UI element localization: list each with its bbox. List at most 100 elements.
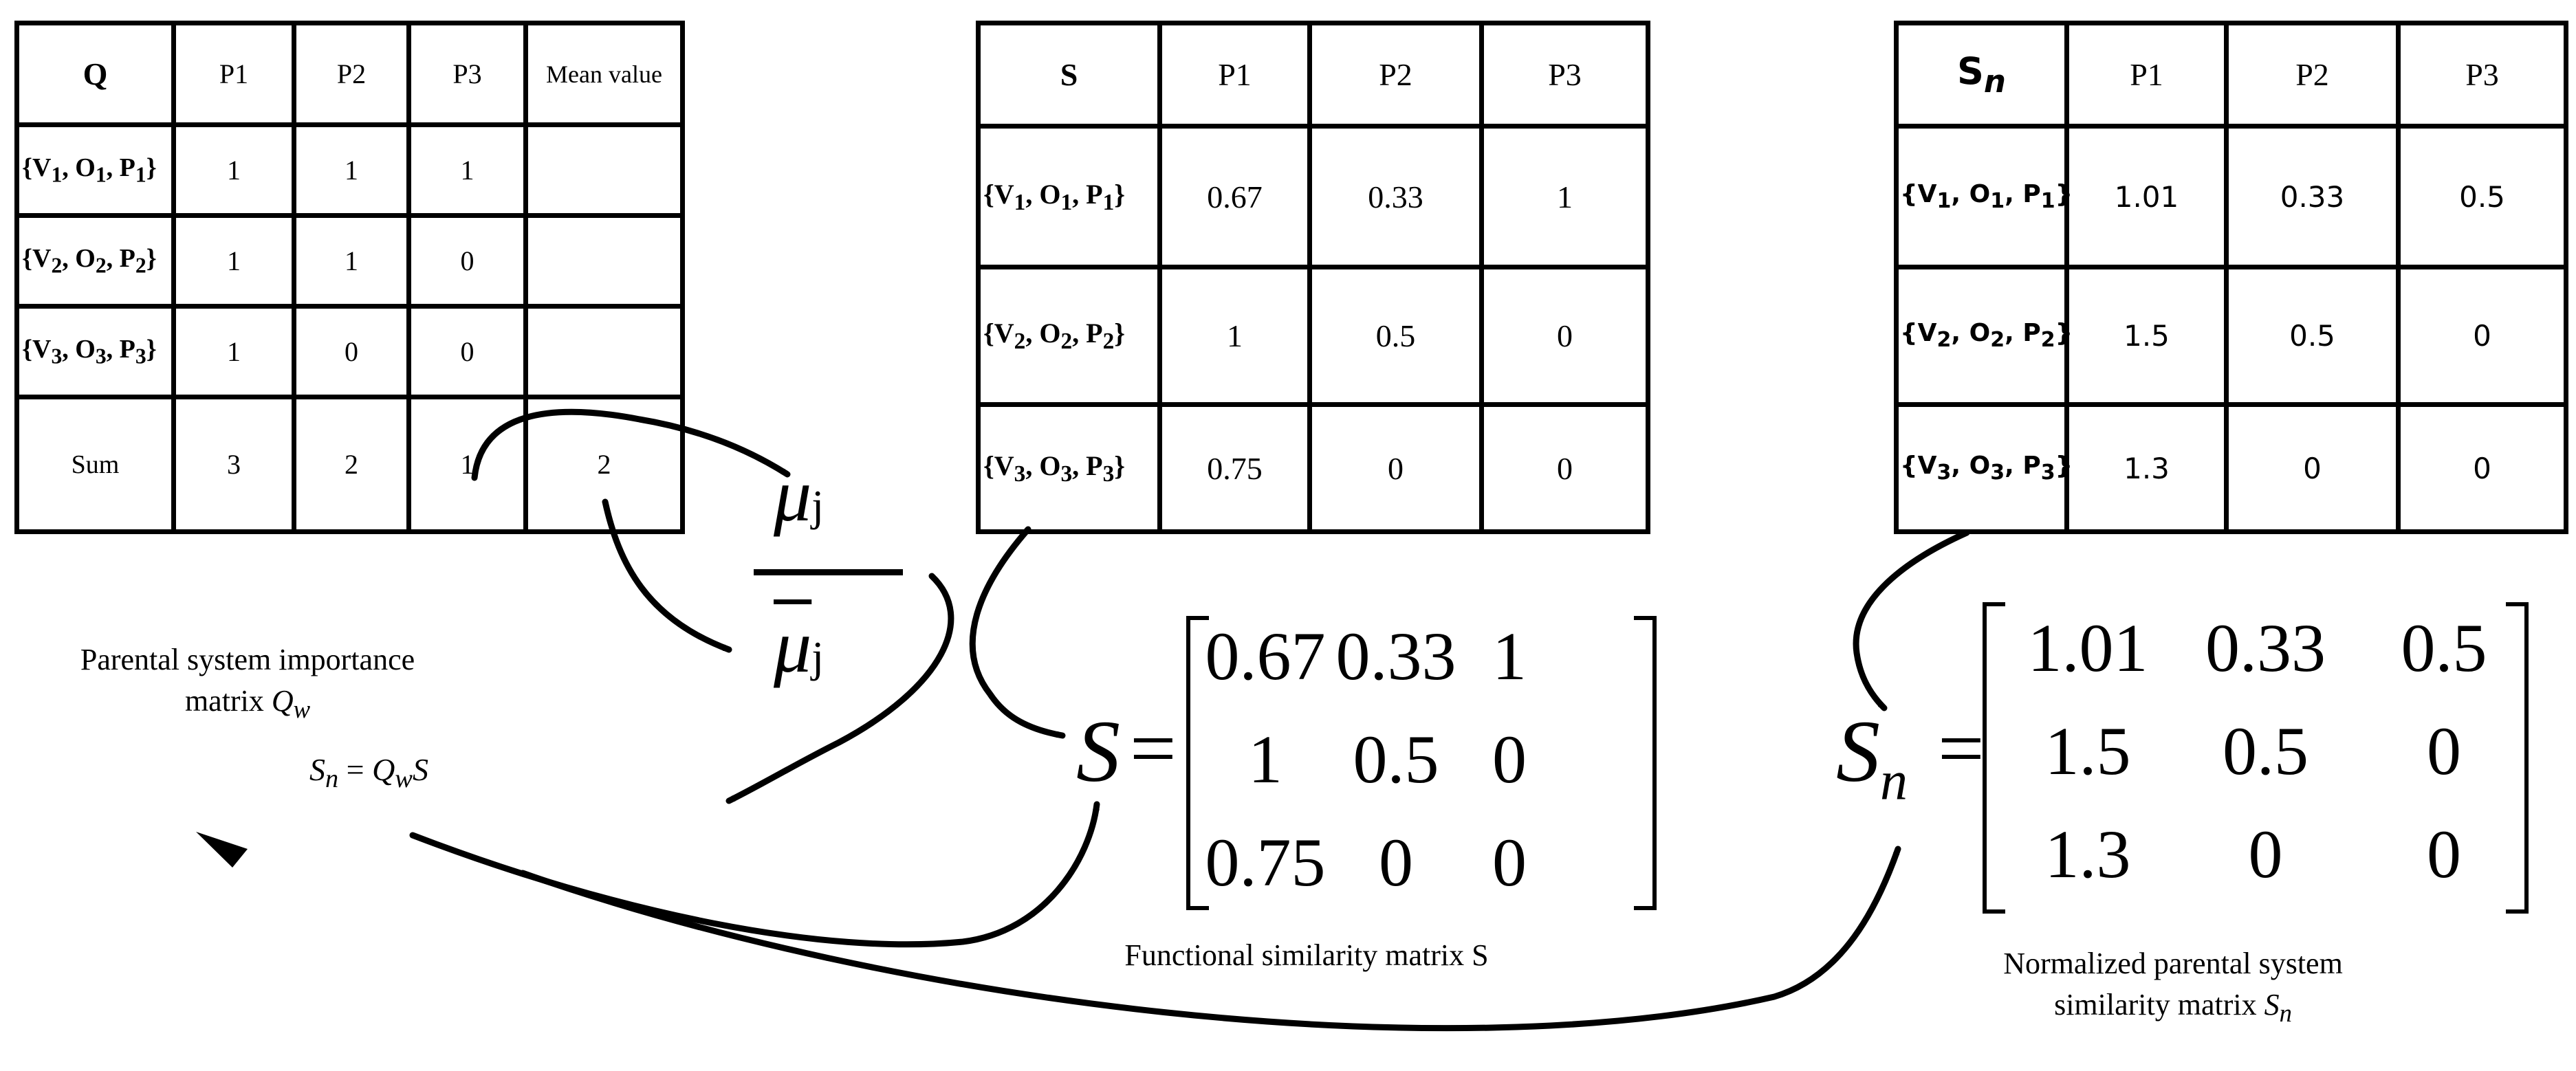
q-sum-cell: 2 (292, 395, 411, 534)
q-row-label: {V1, O1, P1} (14, 122, 176, 218)
q-cell: 0 (406, 304, 528, 399)
s-table: S P1 P2 P3 {V1, O1, P1} 0.67 0.33 1 {V2,… (976, 21, 1650, 534)
sn-matrix-cell: 0 (2248, 816, 2283, 892)
sn-cell: 0.33 (2224, 124, 2401, 269)
sn-cell: 0.5 (2224, 265, 2401, 407)
sn-row-label: {V2, O2, P2} (1894, 265, 2073, 407)
s-matrix-cell: 0.33 (1335, 618, 1456, 694)
s-matrix-symbol: S (1076, 703, 1120, 800)
q-cell (523, 213, 685, 309)
s-matrix-left-bracket (1186, 616, 1209, 910)
s-matrix-caption: Functional similarity matrix S (1124, 938, 1489, 972)
sn-row-label: {V1, O1, P1} (1894, 124, 2073, 269)
q-cell: 1 (292, 213, 411, 309)
sn-header-corner: Sn (1894, 21, 2069, 129)
sn-cell: 0.5 (2396, 124, 2568, 269)
arrow-sn-table-to-sn-matrix (1853, 529, 1970, 711)
s-cell: 0 (1479, 402, 1650, 534)
sn-cell: 0 (2396, 265, 2568, 407)
q-header-p2: P2 (292, 21, 411, 127)
arrow-s-table-to-s-matrix (969, 526, 1066, 739)
sn-matrix-caption: Normalized parental system similarity ma… (2003, 947, 2343, 1027)
q-sum-cell: 1 (406, 395, 528, 534)
s-header-p2: P2 (1307, 21, 1484, 129)
sn-matrix-cell: 1.3 (2044, 816, 2131, 892)
sn-formula: Sn = QwS (309, 752, 428, 794)
s-matrix-cell: 0 (1492, 824, 1527, 901)
fraction-bar (754, 569, 903, 575)
arrow-s-to-formula-head (196, 832, 248, 868)
q-header-p3: P3 (406, 21, 528, 127)
s-matrix-equals: = (1130, 703, 1177, 794)
q-row-label: {V2, O2, P2} (14, 213, 176, 309)
sn-matrix-body: 1.01 0.33 0.5 1.5 0.5 0 1.3 0 0 (1998, 597, 2535, 906)
q-cell: 1 (406, 122, 528, 218)
s-matrix-cell: 1 (1492, 618, 1527, 694)
q-sum-cell: 3 (171, 395, 296, 534)
q-cell: 1 (171, 213, 296, 309)
q-cell: 1 (171, 122, 296, 218)
s-cell: 1 (1157, 265, 1312, 407)
s-matrix-body: 0.67 0.33 1 1 0.5 0 0.75 0 0 (1200, 605, 1558, 914)
arrow-sum-to-mu (471, 408, 791, 481)
q-cell: 1 (292, 122, 411, 218)
sn-matrix-cell: 0.5 (2223, 713, 2308, 789)
s-cell: 0 (1307, 402, 1484, 534)
q-cell (523, 304, 685, 399)
s-header-p3: P3 (1479, 21, 1650, 129)
sn-matrix-cell: 0 (2427, 816, 2461, 892)
sn-header-p1: P1 (2064, 21, 2229, 129)
s-cell: 0 (1479, 265, 1650, 407)
s-matrix-cell: 1 (1248, 721, 1282, 797)
sn-matrix-cell: 1.01 (2027, 610, 2148, 686)
sn-cell: 0 (2396, 402, 2568, 534)
q-cell: 0 (406, 213, 528, 309)
arrow-mean-to-mu-bar (602, 498, 732, 653)
sn-matrix-left-bracket (1983, 602, 2005, 914)
q-table: Q P1 P2 P3 Mean value {V1, O1, P1} 1 1 1… (14, 21, 685, 534)
s-cell: 0.75 (1157, 402, 1312, 534)
q-sum-label: Sum (14, 395, 176, 534)
sn-matrix-cell: 1.5 (2044, 713, 2131, 789)
q-cell (523, 122, 685, 218)
s-matrix-cell: 0 (1379, 824, 1413, 901)
sn-matrix-right-bracket (2506, 602, 2529, 914)
sn-matrix-cell: 0.5 (2401, 610, 2487, 686)
s-matrix-cell: 0.5 (1353, 721, 1439, 797)
s-cell: 1 (1479, 124, 1650, 269)
s-cell: 0.33 (1307, 124, 1484, 269)
s-matrix-cell: 0.67 (1205, 618, 1326, 694)
q-header-mean: Mean value (523, 21, 685, 127)
s-matrix-right-bracket (1634, 616, 1657, 910)
s-row-label: {V3, O3, P3} (976, 402, 1162, 534)
s-matrix-cell: 0.75 (1205, 824, 1326, 901)
s-header-corner: S (976, 21, 1162, 129)
arrow-formula-to-s-matrix (409, 801, 1100, 948)
sn-cell: 0 (2224, 402, 2401, 534)
q-cell: 1 (171, 304, 296, 399)
s-row-label: {V2, O2, P2} (976, 265, 1162, 407)
sn-matrix-equals: = (1938, 703, 1985, 794)
arrow-formula-to-sn-matrix (519, 846, 1901, 1032)
q-header-p1: P1 (171, 21, 296, 127)
q-row-label: {V3, O3, P3} (14, 304, 176, 399)
sn-header-p3: P3 (2396, 21, 2568, 129)
q-cell: 0 (292, 304, 411, 399)
sn-cell: 1.01 (2064, 124, 2229, 269)
s-row-label: {V1, O1, P1} (976, 124, 1162, 269)
sn-table: Sn P1 P2 P3 {V1, O1, P1} 1.01 0.33 0.5 {… (1894, 21, 2568, 534)
s-header-p1: P1 (1157, 21, 1312, 129)
s-cell: 0.67 (1157, 124, 1312, 269)
sn-matrix-cell: 0 (2427, 713, 2461, 789)
sn-cell: 1.5 (2064, 265, 2229, 407)
s-matrix-cell: 0 (1492, 721, 1527, 797)
importance-matrix-label: Parental system importance matrix Qw (80, 643, 415, 723)
arrow-fraction-to-formula (725, 573, 954, 804)
sn-cell: 1.3 (2064, 402, 2229, 534)
sn-matrix-cell: 0.33 (2205, 610, 2326, 686)
sn-row-label: {V3, O3, P3} (1894, 402, 2073, 534)
sn-header-p2: P2 (2224, 21, 2401, 129)
q-header-corner: Q (14, 21, 176, 127)
mu-denominator: μj (774, 604, 824, 688)
